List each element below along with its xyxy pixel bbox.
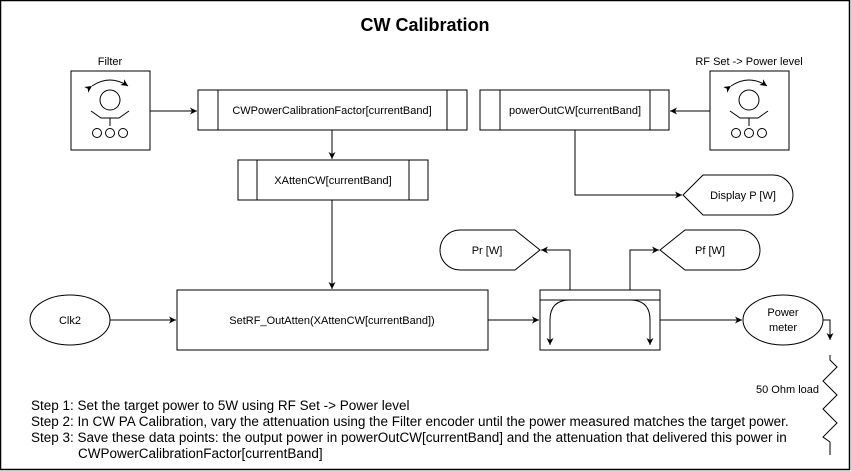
- step-3: Step 3: Save these data points: the outp…: [31, 430, 787, 445]
- set-rf-out-atten-label: SetRF_OutAtten(XAttenCW[currentBand]): [229, 315, 434, 327]
- power-out-cw-label: powerOutCW[currentBand]: [509, 105, 641, 117]
- filter-encoder[interactable]: [70, 70, 151, 151]
- display-p-output: Display P [W]: [682, 174, 794, 216]
- diagram-title: CW Calibration: [361, 15, 490, 35]
- power-meter: Power meter: [742, 294, 824, 346]
- power-meter-label-line1: Power: [767, 307, 799, 319]
- step-2: Step 2: In CW PA Calibration, vary the a…: [31, 414, 789, 429]
- rotary-encoder-icon: [723, 79, 769, 138]
- resistor-icon: [822, 355, 838, 455]
- filter-encoder-label: Filter: [98, 56, 123, 68]
- directional-coupler-icon: [539, 289, 661, 351]
- cw-power-calibration-factor-block: CWPowerCalibrationFactor[currentBand]: [197, 89, 468, 131]
- step-1: Step 1: Set the target power to 5W using…: [31, 398, 410, 413]
- pf-label: Pf [W]: [695, 245, 725, 257]
- clk2-source: Clk2: [29, 294, 111, 346]
- calibration-steps: Step 1: Set the target power to 5W using…: [31, 398, 789, 461]
- rf-set-encoder[interactable]: [709, 70, 790, 151]
- cw-power-calibration-factor-label: CWPowerCalibrationFactor[currentBand]: [232, 105, 431, 117]
- xatten-cw-block: XAttenCW[currentBand]: [237, 159, 429, 201]
- pf-display-output: Pf [W]: [659, 229, 761, 271]
- rotary-encoder-icon: [84, 79, 130, 138]
- xatten-cw-label: XAttenCW[currentBand]: [274, 175, 391, 187]
- rf-set-encoder-label: RF Set -> Power level: [695, 56, 802, 68]
- load-label: 50 Ohm load: [756, 384, 819, 396]
- connectors: [110, 107, 834, 340]
- pr-display-output: Pr [W]: [439, 229, 541, 271]
- pr-label: Pr [W]: [472, 245, 503, 257]
- display-p-label: Display P [W]: [710, 190, 776, 202]
- clk2-label: Clk2: [59, 315, 81, 327]
- power-out-cw-block: powerOutCW[currentBand]: [479, 89, 670, 131]
- step-3-continued: CWPowerCalibrationFactor[currentBand]: [78, 446, 323, 461]
- set-rf-out-atten-block: SetRF_OutAtten(XAttenCW[currentBand]): [176, 289, 489, 351]
- power-meter-label-line2: meter: [769, 322, 797, 334]
